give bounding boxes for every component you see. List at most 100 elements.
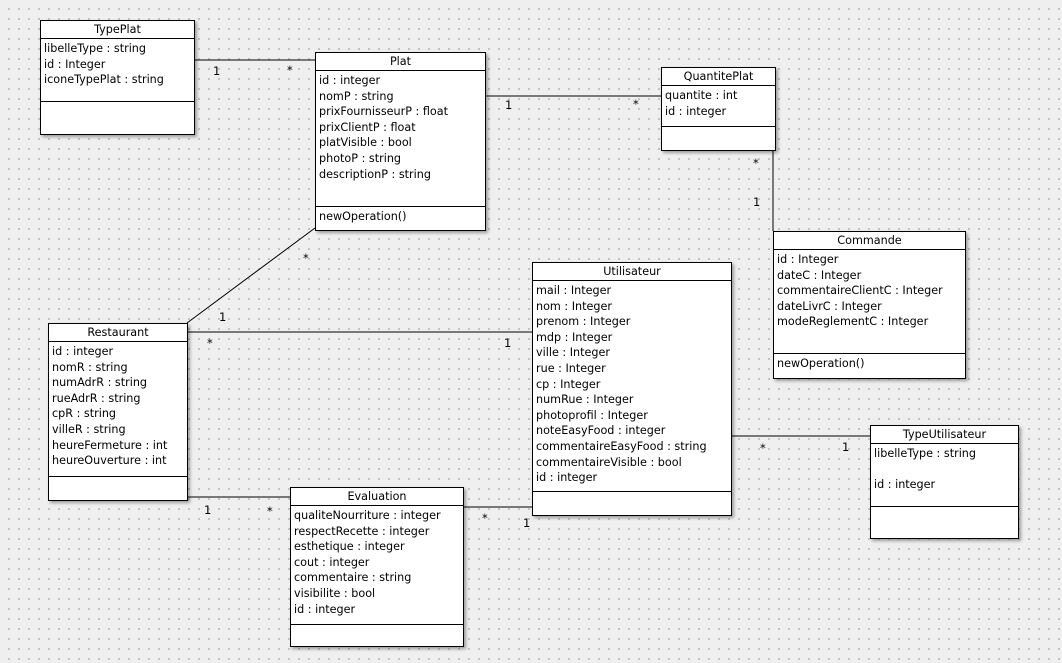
mult-restaurant-utilisateur-star: * xyxy=(207,336,213,350)
mult-typeplat-plat-1: 1 xyxy=(213,64,221,78)
attributes-compartment: id : Integer dateC : Integer commentaireCl… xyxy=(774,250,965,354)
class-attribute: id : Integer xyxy=(777,253,839,266)
mult-restaurant-utilisateur-1: 1 xyxy=(504,336,512,350)
mult-restaurant-plat-1: 1 xyxy=(219,310,227,324)
class-restaurant[interactable]: Restaurant id : integer nomR : string numA… xyxy=(48,323,188,501)
class-attribute: dateC : Integer xyxy=(777,268,862,282)
class-commande[interactable]: Commande id : Integer dateC : Integer comm… xyxy=(773,231,966,379)
class-attribute: nom : Integer xyxy=(536,299,612,313)
operations-compartment xyxy=(41,102,194,106)
class-attribute: commentaireVisible : bool xyxy=(536,455,682,469)
class-title: Commande xyxy=(774,232,965,250)
operations-compartment: newOperation() xyxy=(774,354,965,374)
attributes-compartment: id : integer nomR : string numAdrR : strin… xyxy=(49,342,187,477)
operations-compartment xyxy=(533,492,731,496)
class-attribute: prixFournisseurP : float xyxy=(319,105,448,119)
class-typeutilisateur[interactable]: TypeUtilisateur libelleType : string id … xyxy=(870,425,1019,539)
mult-evaluation-utilisateur-1: 1 xyxy=(523,516,531,530)
class-attribute: dateLivrC : Integer xyxy=(777,299,882,313)
attributes-compartment: libelleType : string id : Integer iconeTyp… xyxy=(41,39,194,102)
class-attribute: prixClientP : float xyxy=(319,120,416,134)
class-attribute: ville : Integer xyxy=(536,346,610,360)
class-attribute: modeReglementC : Integer xyxy=(777,315,929,329)
mult-restaurant-plat-star: * xyxy=(303,251,309,265)
class-attribute: noteEasyFood : integer xyxy=(536,424,666,438)
class-attribute: mdp : Integer xyxy=(536,330,613,344)
attributes-compartment: qualiteNourriture : integer respectRecett… xyxy=(291,506,463,625)
class-title: Restaurant xyxy=(49,324,187,342)
class-attribute: id : Integer xyxy=(44,57,106,71)
class-title: QuantitePlat xyxy=(662,68,775,86)
class-attribute: cp : Integer xyxy=(536,377,601,391)
class-attribute: nomP : string xyxy=(319,89,394,103)
class-attribute: commentaireClientC : Integer xyxy=(777,284,943,298)
class-attribute: id : integer xyxy=(294,602,356,616)
class-attribute: libelleType : string xyxy=(44,42,146,55)
class-attribute: libelleType : string xyxy=(874,447,976,460)
mult-restaurant-evaluation-star: * xyxy=(267,504,273,518)
class-attribute: visibilite : bool xyxy=(294,586,376,600)
class-typeplat[interactable]: TypePlat libelleType : string id : Intege… xyxy=(40,20,195,135)
class-attribute: id : integer xyxy=(319,74,381,87)
class-title: Utilisateur xyxy=(533,263,731,281)
mult-plat-quantiteplat-1: 1 xyxy=(505,98,513,112)
class-attribute: villeR : string xyxy=(52,422,126,436)
class-attribute: cout : integer xyxy=(294,555,370,569)
class-operation: newOperation() xyxy=(319,210,407,223)
operations-compartment xyxy=(49,477,187,481)
class-attribute: respectRecette : integer xyxy=(294,524,430,538)
class-attribute: descriptionP : string xyxy=(319,167,431,181)
attributes-compartment: mail : Integer nom : Integer prenom : Inte… xyxy=(533,281,731,492)
operations-compartment xyxy=(662,127,775,131)
class-attribute: id : integer xyxy=(52,345,114,358)
class-evaluation[interactable]: Evaluation qualiteNourriture : integer re… xyxy=(290,487,464,647)
mult-plat-quantiteplat-star: * xyxy=(633,97,639,111)
class-attribute: quantite : int xyxy=(665,89,738,102)
attributes-compartment: libelleType : string id : integer xyxy=(871,444,1018,507)
class-attribute: rue : Integer xyxy=(536,361,606,375)
class-title: TypePlat xyxy=(41,21,194,39)
class-attribute: platVisible : bool xyxy=(319,136,412,150)
class-attribute xyxy=(874,462,1015,478)
mult-evaluation-utilisateur-star: * xyxy=(482,511,488,525)
class-attribute: rueAdrR : string xyxy=(52,391,141,405)
mult-utilisateur-typeutilisateur-1: 1 xyxy=(842,440,850,454)
class-quantiteplat[interactable]: QuantitePlat quantite : int id : integer xyxy=(661,67,776,151)
mult-quantiteplat-commande-1: 1 xyxy=(753,195,761,209)
class-attribute: qualiteNourriture : integer xyxy=(294,509,441,522)
class-attribute: commentaireEasyFood : string xyxy=(536,439,707,453)
class-attribute: esthetique : integer xyxy=(294,540,405,554)
operations-compartment: newOperation() xyxy=(316,207,485,227)
class-attribute: numAdrR : string xyxy=(52,376,148,390)
class-attribute: id : integer xyxy=(536,471,598,485)
class-title: TypeUtilisateur xyxy=(871,426,1018,444)
class-attribute: commentaire : string xyxy=(294,571,412,585)
class-title: Plat xyxy=(316,53,485,71)
class-attribute: nomR : string xyxy=(52,360,128,374)
class-attribute: iconeTypePlat : string xyxy=(44,73,164,87)
mult-restaurant-evaluation-1: 1 xyxy=(204,503,212,517)
class-attribute: id : integer xyxy=(874,478,936,492)
operations-compartment xyxy=(291,625,463,629)
assoc-restaurant-evaluation[interactable] xyxy=(186,480,290,498)
attributes-compartment: quantite : int id : integer xyxy=(662,86,775,127)
class-plat[interactable]: Plat id : integer nomP : string prixFourni… xyxy=(315,52,486,231)
attributes-compartment: id : integer nomP : string prixFournisseur… xyxy=(316,71,485,207)
class-utilisateur[interactable]: Utilisateur mail : Integer nom : Integer p… xyxy=(532,262,732,516)
class-attribute: heureOuverture : int xyxy=(52,454,167,468)
operations-compartment xyxy=(871,507,1018,511)
class-title: Evaluation xyxy=(291,488,463,506)
class-operation: newOperation() xyxy=(777,357,865,370)
mult-quantiteplat-commande-star: * xyxy=(753,156,759,170)
class-attribute: heureFermeture : int xyxy=(52,438,168,452)
mult-utilisateur-typeutilisateur-star: * xyxy=(760,441,766,455)
class-attribute: photoP : string xyxy=(319,151,402,165)
class-attribute: cpR : string xyxy=(52,407,117,421)
class-attribute: prenom : Integer xyxy=(536,315,631,329)
class-attribute: mail : Integer xyxy=(536,284,612,297)
class-attribute: id : integer xyxy=(665,104,727,118)
class-attribute: numRue : Integer xyxy=(536,393,634,407)
mult-typeplat-plat-star: * xyxy=(287,63,293,77)
assoc-restaurant-plat[interactable] xyxy=(186,227,316,324)
